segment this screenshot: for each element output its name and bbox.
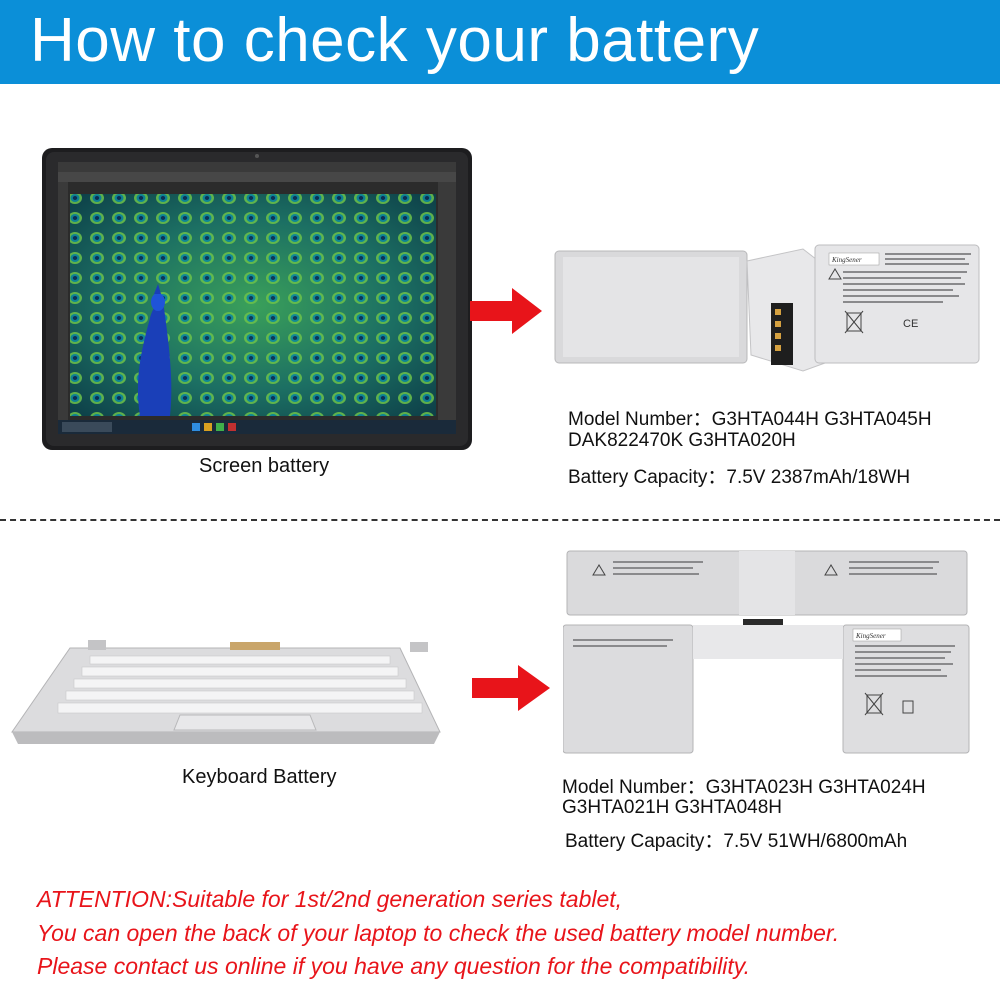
battery-brand-label: KingSener [855,632,886,640]
svg-text:CE: CE [903,318,918,330]
screen-model-line2: DAK822470K G3HTA020H [568,430,796,451]
keyboard-model-line1: Model Number：G3HTA023H G3HTA024H [562,777,926,798]
attention-line3: Please contact us online if you have any… [37,953,750,979]
screen-battery-image: KingSener CE [553,243,983,376]
arrow-right-icon [470,288,542,334]
tablet-image [42,148,472,450]
page-title: How to check your battery [30,6,760,75]
page-header: How to check your battery [0,0,1000,84]
screen-battery-caption: Screen battery [199,455,330,477]
keyboard-model-line2: G3HTA021H G3HTA048H [562,797,782,818]
keyboard-battery-caption: Keyboard Battery [182,766,337,788]
keyboard-capacity: Battery Capacity：7.5V 51WH/6800mAh [565,831,908,852]
keyboard-battery-image: KingSener [563,549,971,761]
screen-capacity: Battery Capacity：7.5V 2387mAh/18WH [568,467,911,488]
section-divider [0,519,1000,521]
attention-line2: You can open the back of your laptop to … [37,920,840,946]
screen-model-line1: Model Number：G3HTA044H G3HTA045H [568,409,932,430]
attention-line1: ATTENTION:Suitable for 1st/2nd generatio… [37,886,623,912]
keyboard-image [10,640,450,750]
arrow-right-icon [472,665,550,711]
battery-brand-label: KingSener [831,256,862,264]
